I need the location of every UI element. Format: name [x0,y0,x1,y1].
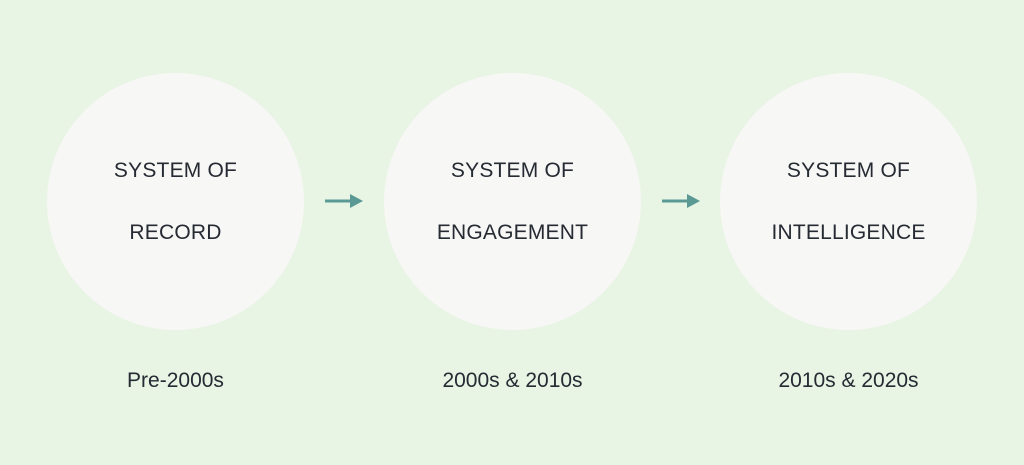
stage-title-intelligence: SYSTEM OF INTELLIGENCE [771,124,925,279]
era-label-engagement: 2000s & 2010s [442,369,583,392]
stage-title-line2: INTELLIGENCE [771,221,926,244]
arrow-right-icon [662,194,700,208]
arrow-right-icon [325,194,363,208]
stage-title-line2: ENGAGEMENT [436,221,589,244]
stage-title-engagement: SYSTEM OF ENGAGEMENT [437,124,588,279]
stage-circle-record: SYSTEM OF RECORD [47,73,304,330]
stage-title-line2: RECORD [129,221,222,244]
stage-title-line1: SYSTEM OF [786,159,911,182]
stage-title-line1: SYSTEM OF [113,159,238,182]
era-label-intelligence: 2010s & 2020s [778,369,919,392]
stage-title-line1: SYSTEM OF [450,159,575,182]
stage-circle-intelligence: SYSTEM OF INTELLIGENCE [720,73,977,330]
stage-circle-engagement: SYSTEM OF ENGAGEMENT [384,73,641,330]
stage-title-record: SYSTEM OF RECORD [114,124,237,279]
era-label-record: Pre-2000s [127,369,224,392]
